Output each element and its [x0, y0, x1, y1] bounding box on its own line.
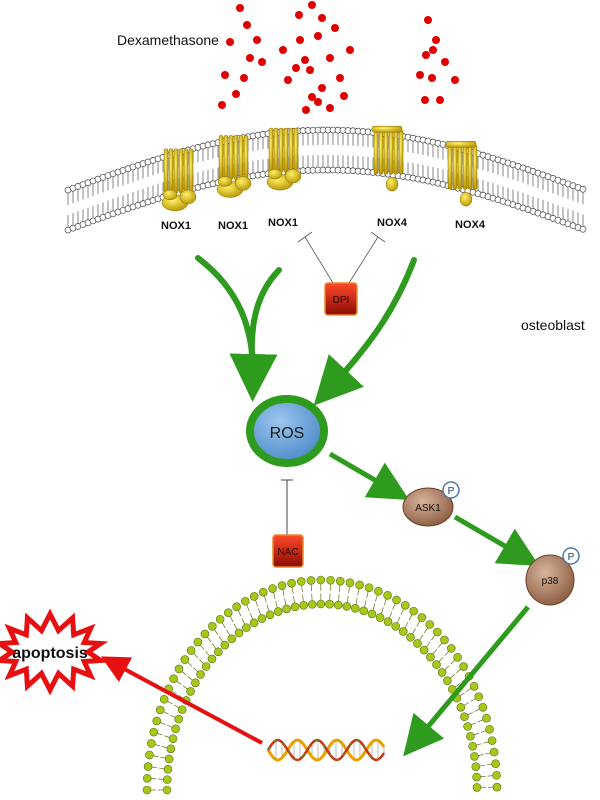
ask1-label: ASK1: [415, 503, 441, 514]
ros-label: ROS: [270, 425, 305, 442]
nox-enzymes: [161, 125, 478, 212]
nac-label: NAC: [277, 547, 298, 558]
nox-label-1: NOX1: [161, 220, 191, 232]
ros-node: ROS: [246, 395, 328, 467]
dpi-inhibitor-box: DPI: [324, 282, 358, 316]
activation-arrows-to-ros: [195, 255, 417, 406]
p38-label: p38: [542, 576, 559, 587]
nac-inhibition-line: [281, 479, 293, 537]
nox-label-4: NOX4: [377, 217, 408, 229]
apoptosis-label: apoptosis: [12, 645, 88, 662]
p38-node: p38 P: [525, 547, 580, 606]
dpi-label: DPI: [333, 295, 350, 306]
nox-label-3: NOX1: [268, 217, 298, 229]
apoptosis-burst: apoptosis: [0, 608, 109, 696]
nox-label-5: NOX4: [455, 219, 486, 231]
ask1-phospho-badge: [442, 481, 460, 499]
ask1-node: ASK1 P: [402, 481, 460, 527]
dexamethasone-label: Dexamethasone: [117, 32, 219, 48]
arrow-ros-to-ask1: [328, 451, 410, 501]
dna-helix: [266, 738, 386, 762]
dexamethasone-molecules: [218, 1, 459, 114]
nac-inhibitor-box: NAC: [272, 534, 304, 568]
osteoblast-label: osteoblast: [521, 317, 585, 333]
nuclear-membrane: [142, 575, 502, 795]
arrow-dna-to-apoptosis: [100, 656, 263, 745]
dpi-inhibition-lines: [297, 231, 386, 284]
p38-phospho-badge: [562, 547, 580, 565]
arrow-p38-to-dna: [403, 605, 530, 757]
arrow-ask1-to-p38: [453, 514, 540, 567]
p38-phospho-label: P: [568, 552, 575, 563]
nox-label-2: NOX1: [218, 220, 248, 232]
ask1-phospho-label: P: [448, 486, 455, 497]
cell-membrane: [64, 126, 587, 234]
